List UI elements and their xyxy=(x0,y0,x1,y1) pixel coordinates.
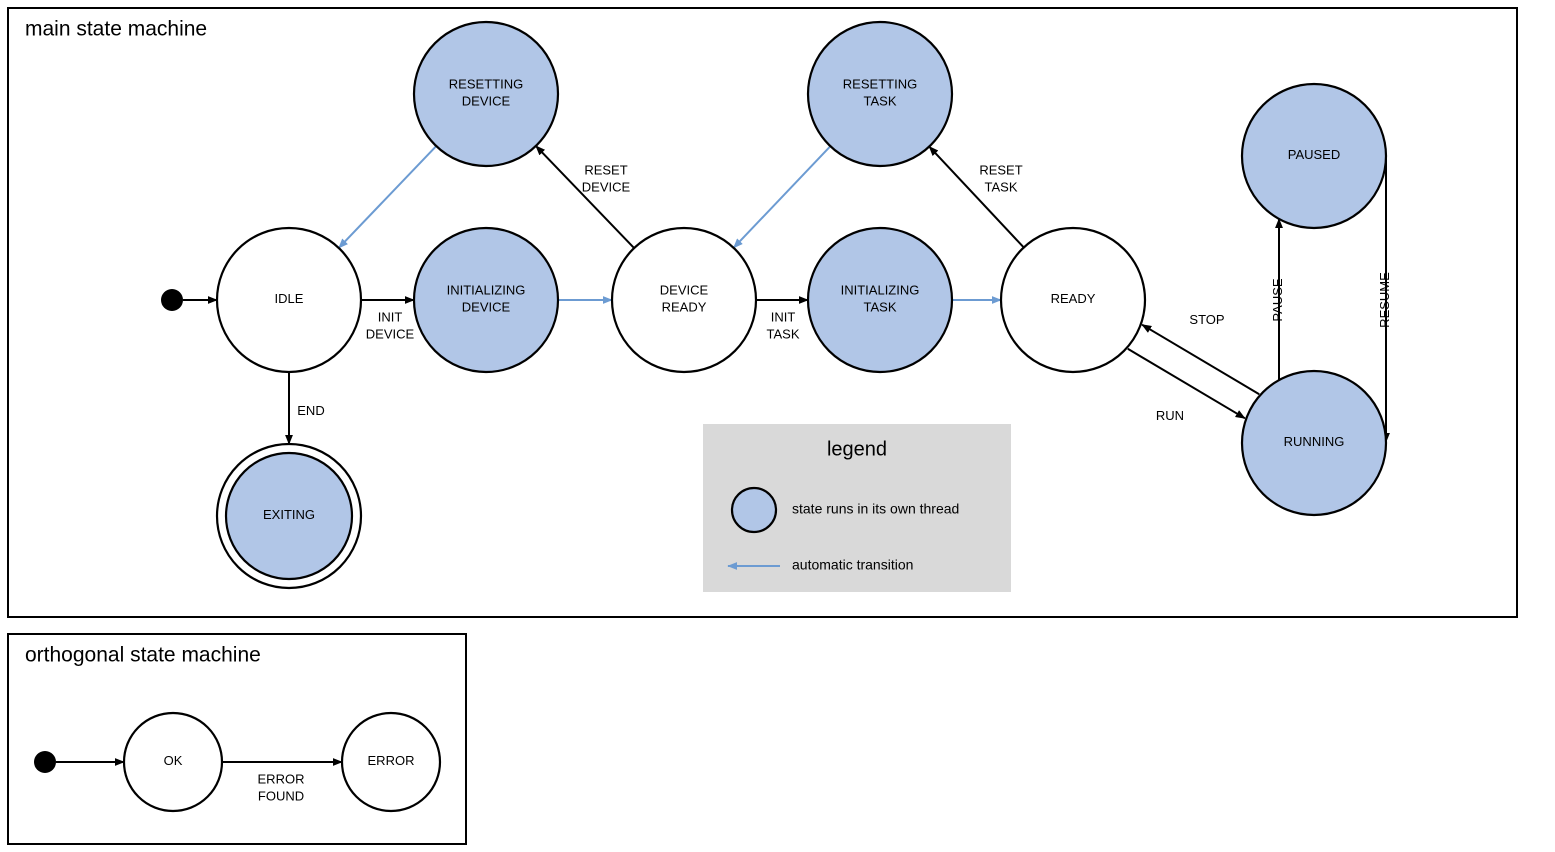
state-circle xyxy=(806,226,954,374)
state-circle xyxy=(412,226,560,374)
transition-label-ready-running: RUN xyxy=(1156,408,1184,423)
transition-label-running-paused: PAUSE xyxy=(1270,278,1285,321)
state-circle xyxy=(610,226,758,374)
transition-ready-running[interactable] xyxy=(1127,347,1246,420)
state-node-paused[interactable]: PAUSED xyxy=(1240,82,1388,230)
transition-resetdev-idle[interactable] xyxy=(338,145,437,249)
state-circle xyxy=(122,711,224,813)
state-label: OK xyxy=(164,753,183,768)
final-state-inner-circle xyxy=(224,451,354,581)
state-node-error[interactable]: ERROR xyxy=(340,711,442,813)
state-node-ok[interactable]: OK xyxy=(122,711,224,813)
state-circle xyxy=(999,226,1147,374)
state-node-exiting[interactable]: EXITING xyxy=(215,442,363,590)
transition-devready-resetdev[interactable] xyxy=(535,145,635,249)
legend-automatic-transition-label: automatic transition xyxy=(792,557,913,573)
state-circle xyxy=(806,20,954,168)
transition-label-idle-exiting: END xyxy=(297,403,324,418)
state-label: EXITING xyxy=(263,507,315,522)
transition-label-running-ready: STOP xyxy=(1189,312,1224,327)
state-label: RUNNING xyxy=(1284,434,1345,449)
state-label: READY xyxy=(1051,291,1096,306)
state-node-running[interactable]: RUNNING xyxy=(1240,369,1388,517)
state-circle xyxy=(412,20,560,168)
transition-label-paused-running: RESUME xyxy=(1377,272,1392,328)
state-circle xyxy=(1240,369,1388,517)
state-label: PAUSED xyxy=(1288,147,1341,162)
legend-title: legend xyxy=(827,438,887,460)
main-initial-state-dot xyxy=(161,289,183,311)
orthogonal-frame-title: orthogonal state machine xyxy=(25,644,261,667)
main-edges-layer xyxy=(183,145,1390,445)
state-node-ready[interactable]: READY xyxy=(999,226,1147,374)
orthogonal-initial-state-dot xyxy=(34,751,56,773)
state-circle xyxy=(215,226,363,374)
legend-thread-state-swatch xyxy=(730,486,778,534)
orthogonal-nodes-layer: OK ERROR xyxy=(34,711,442,813)
state-circle xyxy=(1240,82,1388,230)
transition-ready-resettask[interactable] xyxy=(928,145,1025,249)
state-label: IDLE xyxy=(275,291,304,306)
legend-thread-state-label: state runs in its own thread xyxy=(792,501,959,517)
transition-running-ready[interactable] xyxy=(1141,323,1260,396)
state-label: ERROR xyxy=(368,753,415,768)
legend: legend state runs in its own thread auto… xyxy=(703,424,1011,592)
state-circle xyxy=(340,711,442,813)
state-node-idle[interactable]: IDLE xyxy=(215,226,363,374)
main-frame-title: main state machine xyxy=(25,18,207,41)
transition-resettask-devready[interactable] xyxy=(732,145,832,249)
